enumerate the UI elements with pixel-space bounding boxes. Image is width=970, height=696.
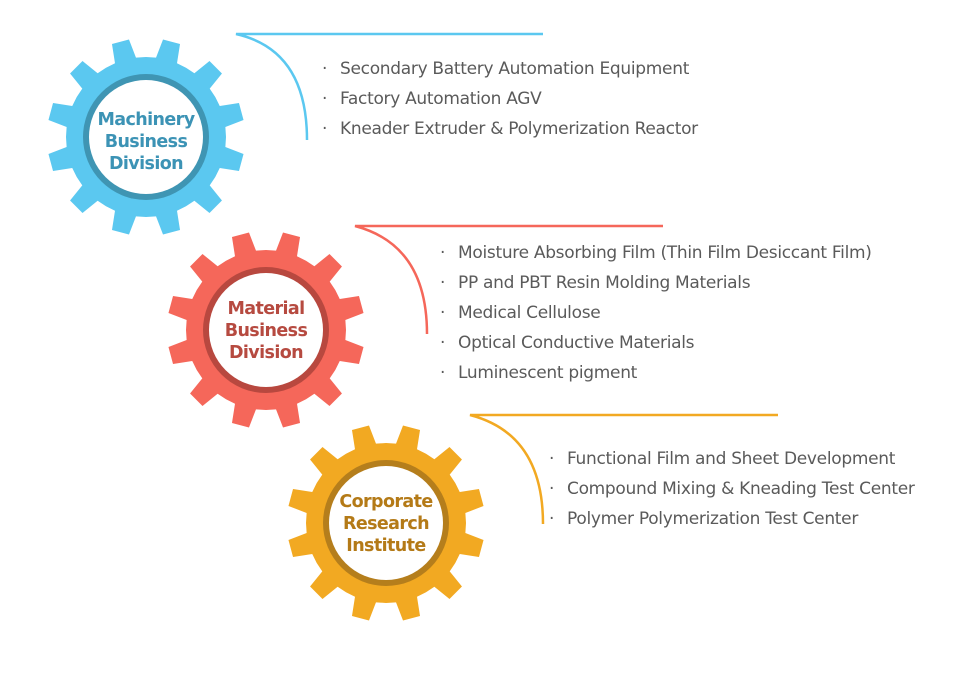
title-line: Corporate [339,492,433,512]
item-text: Polymer Polymerization Test Center [567,509,859,529]
list-item: · Kneader Extruder & Polymerization React… [322,114,698,144]
title-line: Business [224,321,308,341]
item-text: Secondary Battery Automation Equipment [340,59,690,79]
list-item: · Polymer Polymerization Test Center [549,504,915,534]
gear-center [329,466,443,580]
title-line: Business [104,132,188,152]
title-line: Research [342,514,430,534]
item-text: Medical Cellulose [458,303,601,323]
material-division-title: Material Business Division [201,298,331,364]
material-division-group [168,224,663,428]
list-item: · Medical Cellulose [440,298,872,328]
list-item: · PP and PBT Resin Molding Materials [440,268,872,298]
item-text: Optical Conductive Materials [458,333,695,353]
gear-center [89,80,203,194]
title-line: Division [228,343,304,363]
item-text: Kneader Extruder & Polymerization Reacto… [340,119,698,139]
list-item: · Compound Mixing & Kneading Test Center [549,474,915,504]
machinery-gear-icon [48,39,244,235]
list-item: · Functional Film and Sheet Development [549,444,915,474]
item-text: PP and PBT Resin Molding Materials [458,273,751,293]
research-item-list: · Functional Film and Sheet Development ·… [549,444,915,534]
bullet-icon: · [549,509,555,529]
machinery-item-list: ·Secondary Battery Automation Equipment … [322,54,698,144]
bullet-icon: · [549,449,555,469]
material-connector-line [354,224,663,335]
item-text: Compound Mixing & Kneading Test Center [567,479,915,499]
list-item: · Moisture Absorbing Film (Thin Film Desi… [440,238,872,268]
list-item: · Factory Automation AGV [322,84,698,114]
title-line: Machinery [97,110,195,130]
bullet-icon: · [440,303,446,323]
bullet-icon: · [440,333,446,353]
research-gear-icon [288,425,484,621]
item-text: Factory Automation AGV [340,89,542,109]
title-line: Division [108,154,184,174]
bullet-icon: · [440,273,446,293]
bullet-icon: · [549,479,555,499]
list-item: · Secondary Battery Automation Equipment [322,54,698,84]
item-text: Luminescent pigment [458,363,638,383]
machinery-division-group [48,32,543,235]
research-division-group [288,413,778,621]
bullet-icon: · [322,89,328,109]
title-line: Material [227,299,305,319]
research-connector-line [469,413,778,525]
bullet-icon: · [440,243,446,263]
list-item: · Luminescent pigment [440,358,872,388]
bullet-icon: · [440,363,446,383]
title-line: Institute [346,536,426,556]
bullet-icon: · [322,119,328,139]
item-text: Functional Film and Sheet Development [567,449,896,469]
list-item: · Optical Conductive Materials [440,328,872,358]
item-text: Moisture Absorbing Film (Thin Film Desic… [458,243,872,263]
bullet-icon: · [322,59,328,79]
research-institute-title: Corporate Research Institute [321,491,451,557]
machinery-connector-line [235,32,543,141]
gear-center [209,273,323,387]
material-item-list: · Moisture Absorbing Film (Thin Film Desi… [440,238,872,388]
material-gear-icon [168,232,364,428]
machinery-division-title: Machinery Business Division [81,109,211,175]
